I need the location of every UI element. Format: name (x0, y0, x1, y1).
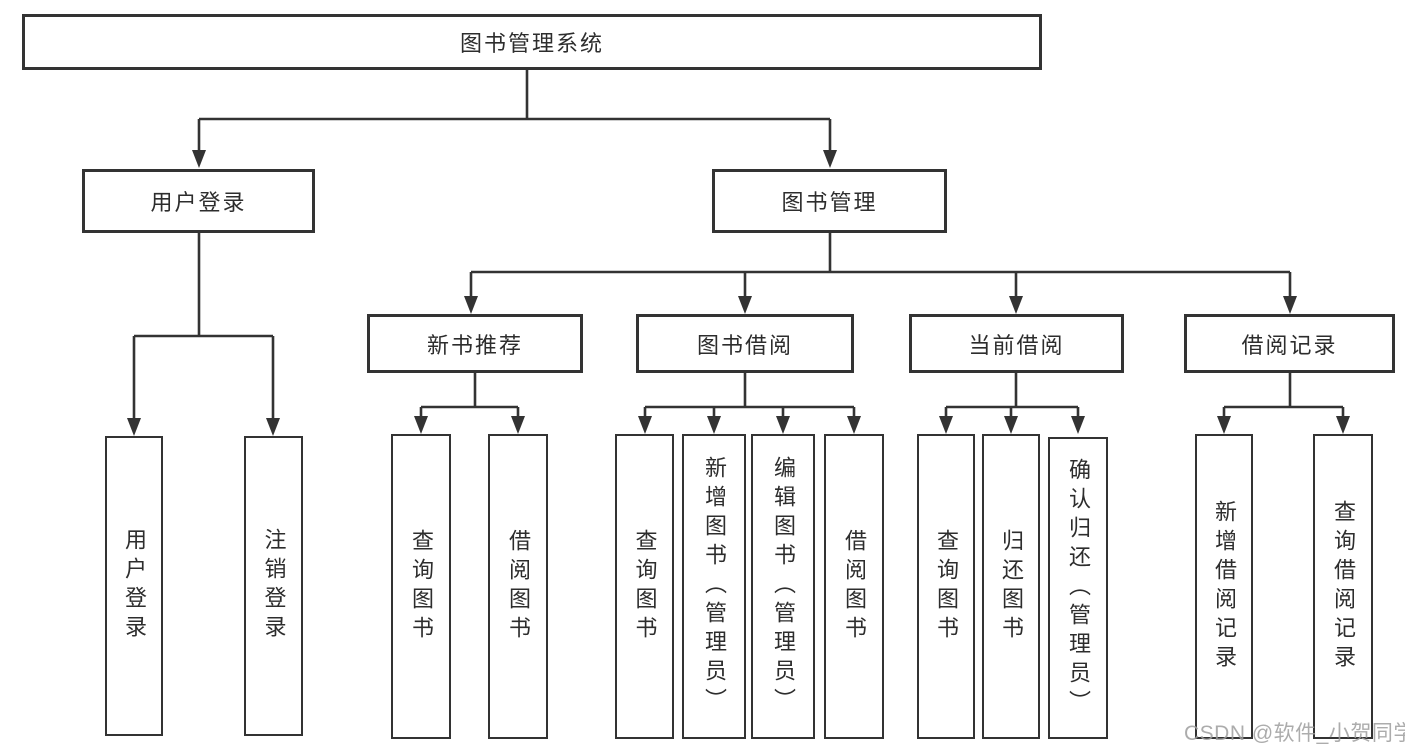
node-confirm-return-admin: 确认归还（管理员） (1048, 437, 1108, 739)
node-book-borrow: 图书借阅 (636, 314, 854, 373)
connector-borrow-records-branch (1217, 373, 1350, 434)
node-library-system: 图书管理系统 (22, 14, 1042, 70)
node-query-books-current: 查询图书 (917, 434, 975, 739)
node-user-login: 用户登录 (82, 169, 315, 233)
connector-user-login-branch (127, 233, 280, 436)
node-query-books-recommend: 查询图书 (391, 434, 451, 739)
node-return-books: 归还图书 (982, 434, 1040, 739)
node-add-borrow-record: 新增借阅记录 (1195, 434, 1253, 739)
node-borrow-books-leaf: 借阅图书 (824, 434, 884, 739)
csdn-watermark: CSDN @软件_小贺同学 (1184, 722, 1405, 745)
node-current-borrow: 当前借阅 (909, 314, 1124, 373)
connector-root-to-level2 (192, 70, 837, 168)
connector-current-borrow-branch (939, 373, 1085, 434)
node-query-books-borrow: 查询图书 (615, 434, 674, 739)
connector-book-mgmt-branch (464, 233, 1297, 314)
node-book-management: 图书管理 (712, 169, 947, 233)
connector-book-borrow-branch (638, 373, 861, 434)
node-new-book-recommend: 新书推荐 (367, 314, 583, 373)
node-logout: 注销登录 (244, 436, 303, 736)
node-user-login-leaf: 用户登录 (105, 436, 163, 736)
node-edit-books-admin: 编辑图书（管理员） (751, 434, 815, 739)
node-query-borrow-record: 查询借阅记录 (1313, 434, 1373, 739)
node-borrow-books-recommend: 借阅图书 (488, 434, 548, 739)
node-add-books-admin: 新增图书（管理员） (682, 434, 746, 739)
connector-new-book-branch (414, 373, 525, 434)
node-borrow-records: 借阅记录 (1184, 314, 1395, 373)
